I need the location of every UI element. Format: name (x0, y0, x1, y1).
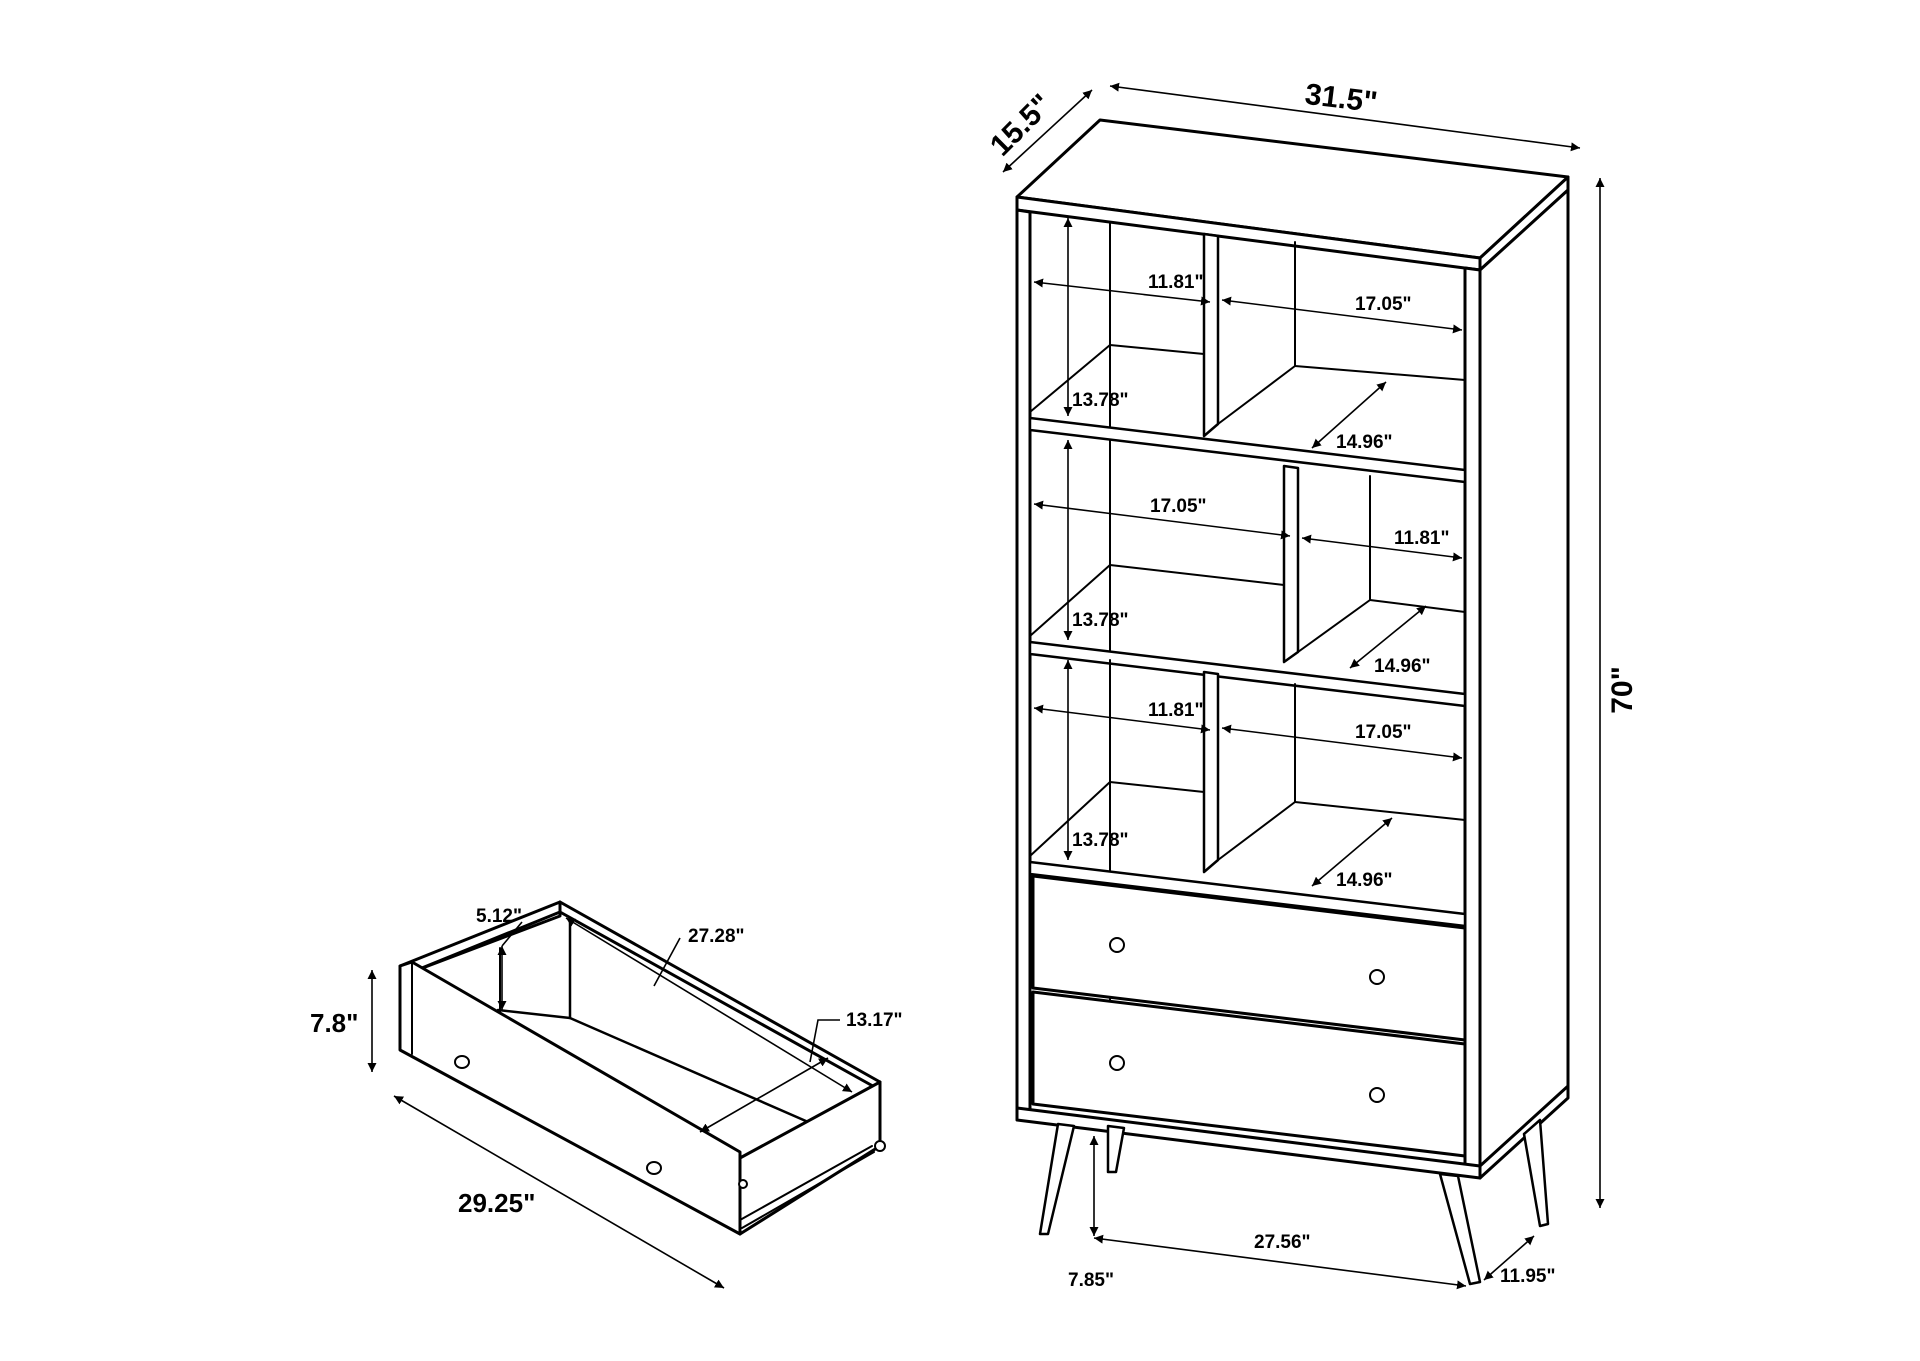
top-left-width-label: 11.81" (1148, 272, 1204, 293)
depth-label: 15.5" (984, 88, 1059, 163)
middle-left-width-arrow (1033, 500, 1291, 540)
middle-depth-arrow (1349, 605, 1427, 669)
leg-depth-label: 11.95" (1500, 1266, 1556, 1287)
shelf-2 (1028, 640, 1467, 708)
shelf-3 (1028, 860, 1467, 928)
height-label: 70" (1606, 666, 1639, 714)
drawer-runner (739, 1145, 873, 1221)
bottom-right-width-label: 17.05" (1355, 722, 1412, 743)
leg-span-arrow (1093, 1234, 1467, 1290)
drawer-front-width-arrow (393, 1095, 725, 1289)
leg-span-label: 27.56" (1254, 1232, 1311, 1253)
bottom-height-label: 13.78" (1072, 830, 1129, 851)
bookcase-right-side-front (1463, 266, 1482, 1178)
middle-depth-label: 14.96" (1374, 656, 1431, 677)
drawer-right-side (738, 1080, 882, 1236)
drawer-front-height-label: 7.8" (310, 1008, 358, 1038)
drawer-screw (738, 1179, 748, 1189)
drawer-inner-height-label: 5.12" (476, 906, 522, 927)
drawer-dimensions (367, 917, 853, 1289)
bottom-row-back-right (1294, 683, 1466, 821)
top-row-back-left (1109, 344, 1205, 355)
bottom-row-back-left (1109, 659, 1205, 793)
drawer-front-width-label: 29.25" (458, 1188, 535, 1218)
shelf-1 (1028, 416, 1467, 484)
bottom-depth-arrow (1311, 817, 1393, 887)
bookcase-dimensions (1002, 82, 1605, 1290)
top-row-divider (1202, 232, 1220, 438)
back-left-leg (1106, 1124, 1126, 1174)
bookcase-right-side-panel (1478, 188, 1570, 1178)
bottom-right-width-arrow (1221, 724, 1463, 762)
top-left-width-arrow (1033, 278, 1211, 306)
top-right-width-label: 17.05" (1355, 294, 1412, 315)
bookcase-left-side (1015, 208, 1032, 1120)
middle-right-width-arrow (1301, 534, 1463, 562)
depth-arrow (1002, 89, 1093, 173)
drawer-inner-length-leader (653, 937, 681, 987)
front-left-leg (1038, 1122, 1076, 1236)
bottom-row-floor-edge (1217, 801, 1296, 861)
lower-drawer-right-knob (1369, 1087, 1385, 1103)
middle-row-divider (1282, 464, 1300, 664)
front-right-leg (1438, 1172, 1482, 1286)
drawer-left-knob (454, 1055, 470, 1069)
top-right-width-arrow (1221, 296, 1463, 334)
drawer-labels: 5.12" 27.28" 13.17" 7.8" 29.25" (310, 906, 903, 1218)
bottom-left-width-label: 11.81" (1148, 700, 1204, 721)
bookcase-base-side (1478, 1084, 1570, 1180)
bookcase-drawer-upper (1031, 874, 1467, 1042)
top-depth-arrow (1311, 381, 1387, 449)
leg-depth-arrow (1483, 1235, 1535, 1281)
bookcase (1015, 118, 1570, 1286)
drawer-runner-2 (741, 1151, 875, 1229)
middle-left-width-label: 17.05" (1150, 496, 1207, 517)
drawer-inner-depth-leader (809, 1019, 840, 1063)
drawer-right-knob (646, 1161, 662, 1175)
leg-height-label: 7.85" (1068, 1270, 1114, 1291)
middle-right-width-label: 11.81" (1394, 528, 1450, 549)
drawer-inner-height-leader (501, 921, 523, 947)
back-right-leg (1522, 1118, 1550, 1228)
width-arrow (1109, 82, 1581, 152)
bottom-depth-label: 14.96" (1336, 870, 1393, 891)
lower-drawer-left-knob (1109, 1055, 1125, 1071)
upper-drawer-left-knob (1109, 937, 1125, 953)
upper-drawer-right-knob (1369, 969, 1385, 985)
drawer-runner-wheel (874, 1140, 886, 1152)
bookcase-drawer-lower (1031, 990, 1467, 1158)
top-row-floor-edge (1217, 365, 1296, 425)
middle-height-label: 13.78" (1072, 610, 1129, 631)
top-depth-label: 14.96" (1336, 432, 1393, 453)
drawer-inner-depth-label: 13.17" (846, 1010, 903, 1031)
middle-row-floor-edge (1297, 599, 1371, 653)
bottom-left-width-arrow (1033, 704, 1211, 734)
top-height-label: 13.78" (1072, 390, 1129, 411)
bottom-row-divider (1202, 670, 1220, 874)
drawer-inner-length-label: 27.28" (688, 926, 745, 947)
